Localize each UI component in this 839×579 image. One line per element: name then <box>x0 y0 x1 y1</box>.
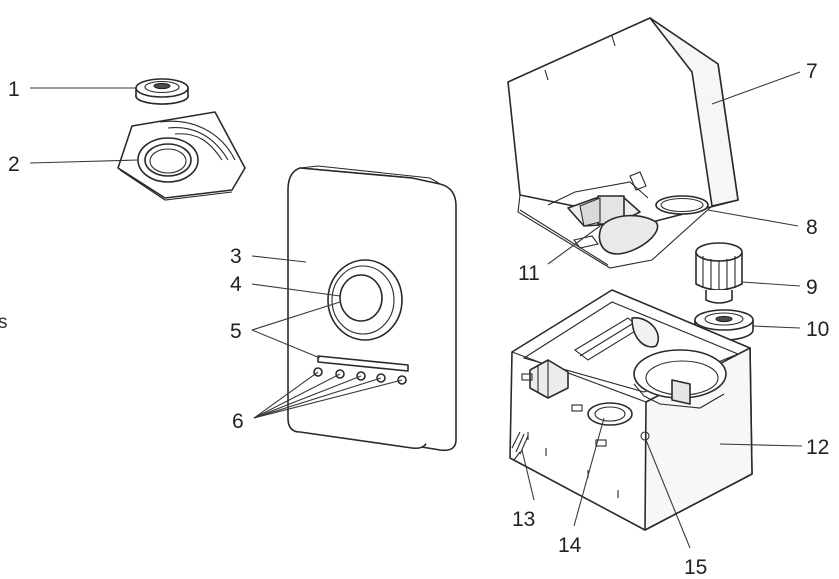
callout-5: 5 <box>230 320 242 343</box>
leader-7 <box>711 71 801 105</box>
leader-12 <box>719 443 803 447</box>
leader-lines <box>29 71 803 549</box>
callout-8: 8 <box>806 216 818 239</box>
leader-15 <box>645 439 691 549</box>
part-12-base <box>509 289 753 531</box>
part-2-flange <box>117 111 246 201</box>
callout-1: 1 <box>8 78 20 101</box>
part-5-strip <box>317 355 409 372</box>
leader-5b <box>251 329 321 359</box>
part-4-lens <box>327 259 403 341</box>
part-7-cover <box>507 17 739 269</box>
leader-14 <box>573 417 605 527</box>
callout-14: 14 <box>558 534 582 557</box>
part-9-filter <box>695 242 743 304</box>
leader-9 <box>741 281 801 287</box>
callout-15: 15 <box>684 556 707 579</box>
leader-5a <box>251 301 341 331</box>
part-8-ring <box>655 195 709 215</box>
leader-2 <box>29 159 139 164</box>
leader-10 <box>751 325 801 329</box>
leader-13 <box>521 449 535 501</box>
leader-6d <box>253 377 382 419</box>
leader-6b <box>253 373 341 419</box>
callout-13: 13 <box>512 508 535 531</box>
leader-3 <box>251 255 307 263</box>
callout-10: 10 <box>806 318 829 341</box>
leader-8 <box>707 209 799 227</box>
leader-11 <box>547 225 601 265</box>
callout-9: 9 <box>806 276 818 299</box>
callout-4: 4 <box>230 273 242 296</box>
leader-4 <box>251 283 341 297</box>
part-13-cable <box>511 431 529 461</box>
callout-numbers: 1 2 3 4 5 6 7 8 9 10 11 12 13 14 15 <box>8 60 829 579</box>
callout-7: 7 <box>806 60 818 83</box>
callout-2: 2 <box>8 153 20 176</box>
edge-text: s <box>0 312 8 333</box>
leader-6c <box>253 375 362 419</box>
callout-3: 3 <box>230 245 242 268</box>
leader-6a <box>253 371 319 419</box>
callout-11: 11 <box>518 262 540 285</box>
part-1-cap <box>135 78 189 105</box>
callout-6: 6 <box>232 410 244 433</box>
callout-12: 12 <box>806 436 829 459</box>
leader-6e <box>253 379 403 419</box>
